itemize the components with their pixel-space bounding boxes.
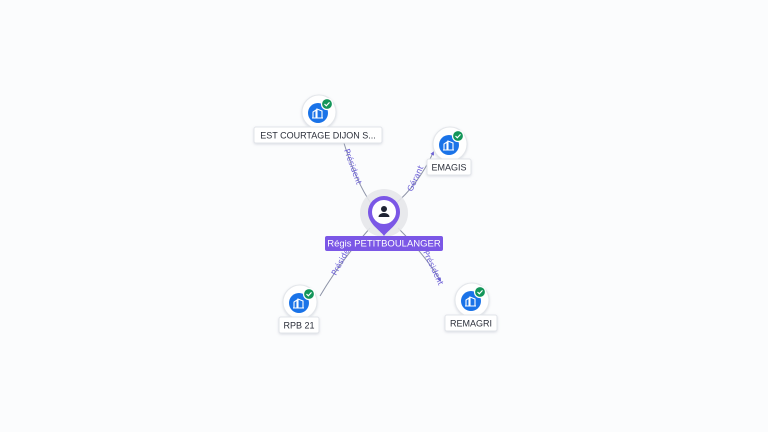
verified-check-icon [473, 285, 487, 299]
role-label-est-courtage: Président [342, 147, 364, 185]
role-label-emagis: Gérant [405, 164, 426, 193]
person-name: Régis PETITBOULANGER [327, 239, 441, 250]
person-icon [378, 206, 390, 217]
company-name: EMAGIS [431, 163, 466, 173]
company-name: REMAGRI [450, 319, 492, 329]
company-name: EST COURTAGE DIJON S... [260, 131, 376, 141]
verified-check-icon [302, 287, 316, 301]
edge-remagri [397, 227, 442, 282]
company-name: RPB 21 [283, 321, 314, 331]
role-label-remagri: Président [421, 249, 446, 287]
company-node-est-courtage[interactable]: EST COURTAGE DIJON S... [253, 94, 383, 144]
verified-check-icon [320, 97, 334, 111]
company-node-remagri[interactable]: REMAGRI [444, 282, 498, 332]
person-node[interactable]: Régis PETITBOULANGER [325, 189, 443, 251]
building-icon [289, 293, 309, 313]
company-node-rpb21[interactable]: RPB 21 [278, 284, 320, 334]
verified-check-icon [451, 129, 465, 143]
edge-rpb21 [319, 227, 371, 297]
company-node-emagis[interactable]: EMAGIS [426, 126, 472, 176]
